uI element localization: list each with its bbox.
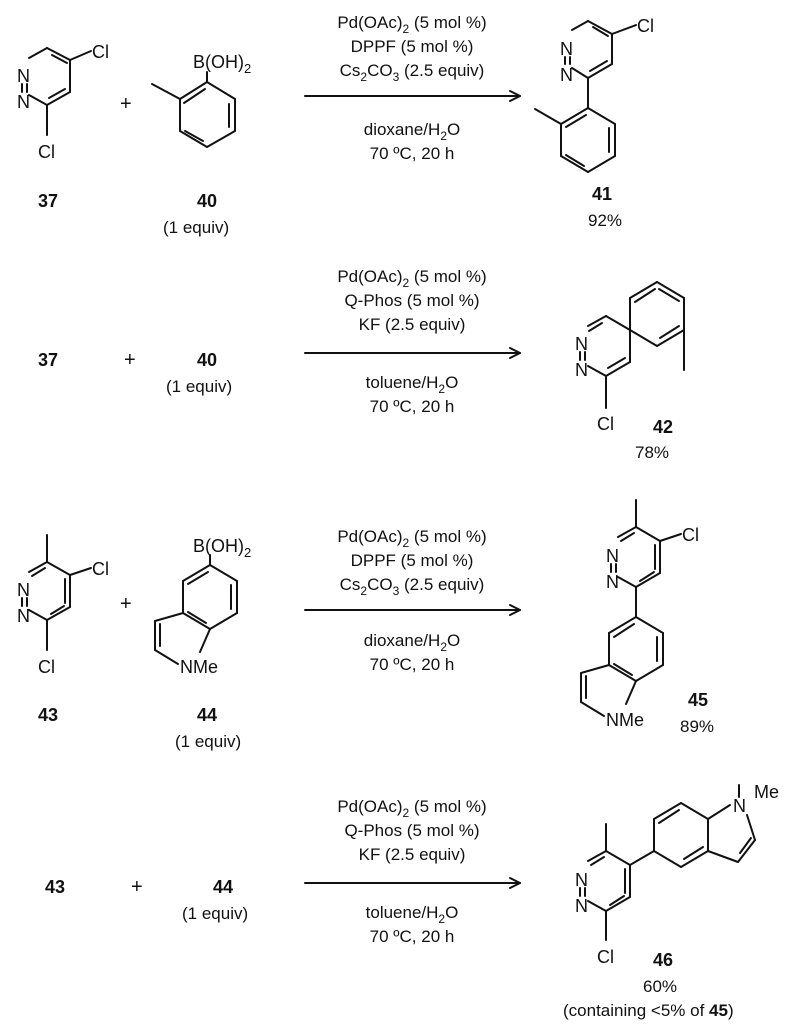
atom-Cl: Cl — [637, 16, 654, 36]
condition-ligand: Q-Phos (5 mol %) — [344, 821, 479, 840]
reaction-row-4: 43 + 44 (1 equiv) Pd(OAc)2 (5 mol %) Q-P… — [45, 782, 779, 1020]
atom-NMe: NMe — [180, 657, 218, 677]
atom-NMe: NMe — [606, 710, 644, 730]
atom-N: N — [575, 334, 588, 354]
plus-sign: + — [120, 93, 132, 115]
compound-label: 37 — [38, 350, 58, 370]
atom-Cl: Cl — [38, 657, 55, 677]
atom-N: N — [575, 360, 588, 380]
atom-Cl: Cl — [38, 142, 55, 162]
compound-45-structure: N N Cl NMe — [580, 499, 699, 730]
compound-label: 40 — [197, 350, 217, 370]
compound-label: 43 — [38, 705, 58, 725]
arrow-head — [509, 877, 521, 889]
compound-41-structure: N N Cl — [534, 16, 654, 173]
atom-N: N — [17, 580, 30, 600]
yield-label: 92% — [588, 211, 622, 230]
equiv-note: (1 equiv) — [163, 218, 229, 237]
atom-N: N — [560, 39, 573, 59]
compound-label: 44 — [213, 877, 233, 897]
atom-N: N — [575, 896, 588, 916]
compound-label: 44 — [197, 705, 217, 725]
atom-N: N — [575, 870, 588, 890]
boronic-acid-label: B(OH)2 — [193, 536, 251, 560]
atom-N: N — [606, 546, 619, 566]
atom-N: N — [17, 66, 30, 86]
atom-N: N — [606, 572, 619, 592]
yield-label: 89% — [680, 717, 714, 736]
condition-solvent: dioxane/H2O — [364, 120, 460, 143]
arrow-head — [509, 90, 521, 102]
reaction-row-1: N N Cl Cl + B(OH)2 37 40 (1 equiv) P — [17, 13, 654, 237]
condition-temperature: 70 ºC, 20 h — [370, 655, 455, 674]
atom-Cl: Cl — [597, 414, 614, 434]
condition-base: KF (2.5 equiv) — [359, 315, 466, 334]
compound-42-structure: N N Cl — [575, 281, 685, 434]
compound-label: 42 — [653, 417, 673, 437]
arrow-head — [509, 347, 521, 359]
boronic-acid-label: B(OH)2 — [193, 52, 251, 76]
condition-catalyst: Pd(OAc)2 (5 mol %) — [337, 797, 486, 820]
atom-N: N — [560, 65, 573, 85]
atom-Cl: Cl — [92, 559, 109, 579]
atom-Cl: Cl — [92, 42, 109, 62]
compound-label: 41 — [592, 184, 612, 204]
condition-catalyst: Pd(OAc)2 (5 mol %) — [337, 267, 486, 290]
condition-ligand: DPPF (5 mol %) — [351, 551, 474, 570]
atom-Cl: Cl — [597, 947, 614, 967]
compound-40-structure: B(OH)2 — [151, 52, 251, 148]
condition-solvent: toluene/H2O — [366, 373, 459, 396]
condition-temperature: 70 ºC, 20 h — [370, 144, 455, 163]
compound-43-structure: N N Cl Cl — [17, 534, 109, 677]
reaction-row-2: 37 + 40 (1 equiv) Pd(OAc)2 (5 mol %) Q-P… — [38, 267, 685, 462]
condition-catalyst: Pd(OAc)2 (5 mol %) — [337, 13, 486, 36]
condition-catalyst: Pd(OAc)2 (5 mol %) — [337, 527, 486, 550]
plus-sign: + — [124, 349, 136, 371]
equiv-note: (1 equiv) — [182, 904, 248, 923]
compound-label: 40 — [197, 191, 217, 211]
yield-note: (containing <5% of 45) — [563, 1001, 734, 1020]
compound-label: 43 — [45, 877, 65, 897]
atom-Cl: Cl — [682, 525, 699, 545]
condition-solvent: toluene/H2O — [366, 903, 459, 926]
plus-sign: + — [120, 593, 132, 615]
condition-base: Cs2CO3 (2.5 equiv) — [340, 61, 485, 84]
plus-sign: + — [131, 876, 143, 898]
compound-44-structure: B(OH)2 NMe — [154, 536, 251, 677]
compound-label: 37 — [38, 191, 58, 211]
compound-37-structure: N N Cl Cl — [17, 42, 109, 162]
atom-N: N — [17, 92, 30, 112]
equiv-note: (1 equiv) — [175, 732, 241, 751]
compound-label: 45 — [688, 690, 708, 710]
atom-N-indole: N — [733, 796, 746, 816]
condition-temperature: 70 ºC, 20 h — [370, 927, 455, 946]
condition-base: Cs2CO3 (2.5 equiv) — [340, 575, 485, 598]
condition-temperature: 70 ºC, 20 h — [370, 397, 455, 416]
compound-label: 46 — [653, 950, 673, 970]
condition-ligand: Q-Phos (5 mol %) — [344, 291, 479, 310]
atom-N: N — [17, 606, 30, 626]
reaction-row-3: N N Cl Cl + B(OH)2 NMe — [17, 499, 714, 751]
compound-46-structure: N N Cl N Me — [575, 782, 779, 967]
arrow-head — [509, 604, 521, 616]
condition-solvent: dioxane/H2O — [364, 631, 460, 654]
atom-Me: Me — [754, 782, 779, 802]
yield-label: 78% — [635, 443, 669, 462]
condition-ligand: DPPF (5 mol %) — [351, 37, 474, 56]
yield-label: 60% — [643, 977, 677, 996]
equiv-note: (1 equiv) — [166, 377, 232, 396]
condition-base: KF (2.5 equiv) — [359, 845, 466, 864]
